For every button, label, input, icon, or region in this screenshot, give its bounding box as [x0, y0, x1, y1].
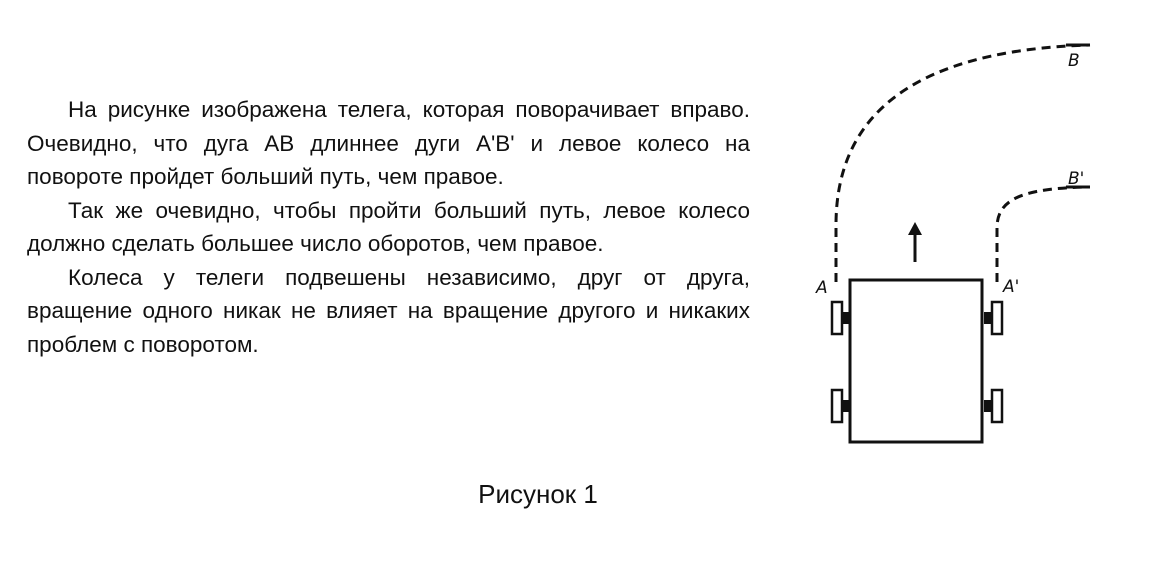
label-b-prime: B': [1068, 169, 1084, 189]
paragraph-3: Колеса у телеги подвешены независимо, др…: [27, 264, 750, 357]
wheel-rear-left: [830, 388, 850, 424]
cart-turn-diagram: A A' B B': [815, 43, 1091, 444]
label-b: B: [1068, 51, 1080, 71]
figure-caption: Рисунок 1: [478, 479, 598, 509]
arc-ab: [834, 43, 1091, 282]
arc-a-prime-b-prime: [995, 185, 1091, 282]
label-a-prime: A': [1002, 277, 1019, 297]
wheel-front-right: [984, 300, 1004, 336]
paragraph-1: На рисунке изображена телега, которая по…: [27, 97, 750, 189]
body-text: На рисунке изображена телега, которая по…: [27, 93, 750, 361]
wheel-front-left: [830, 300, 850, 336]
cart-body: [848, 278, 984, 444]
direction-arrow-head: [908, 222, 922, 235]
wheel-rear-right: [984, 388, 1004, 424]
label-a: A: [815, 278, 828, 298]
paragraph-2: Так же очевидно, чтобы пройти больший пу…: [27, 197, 750, 257]
